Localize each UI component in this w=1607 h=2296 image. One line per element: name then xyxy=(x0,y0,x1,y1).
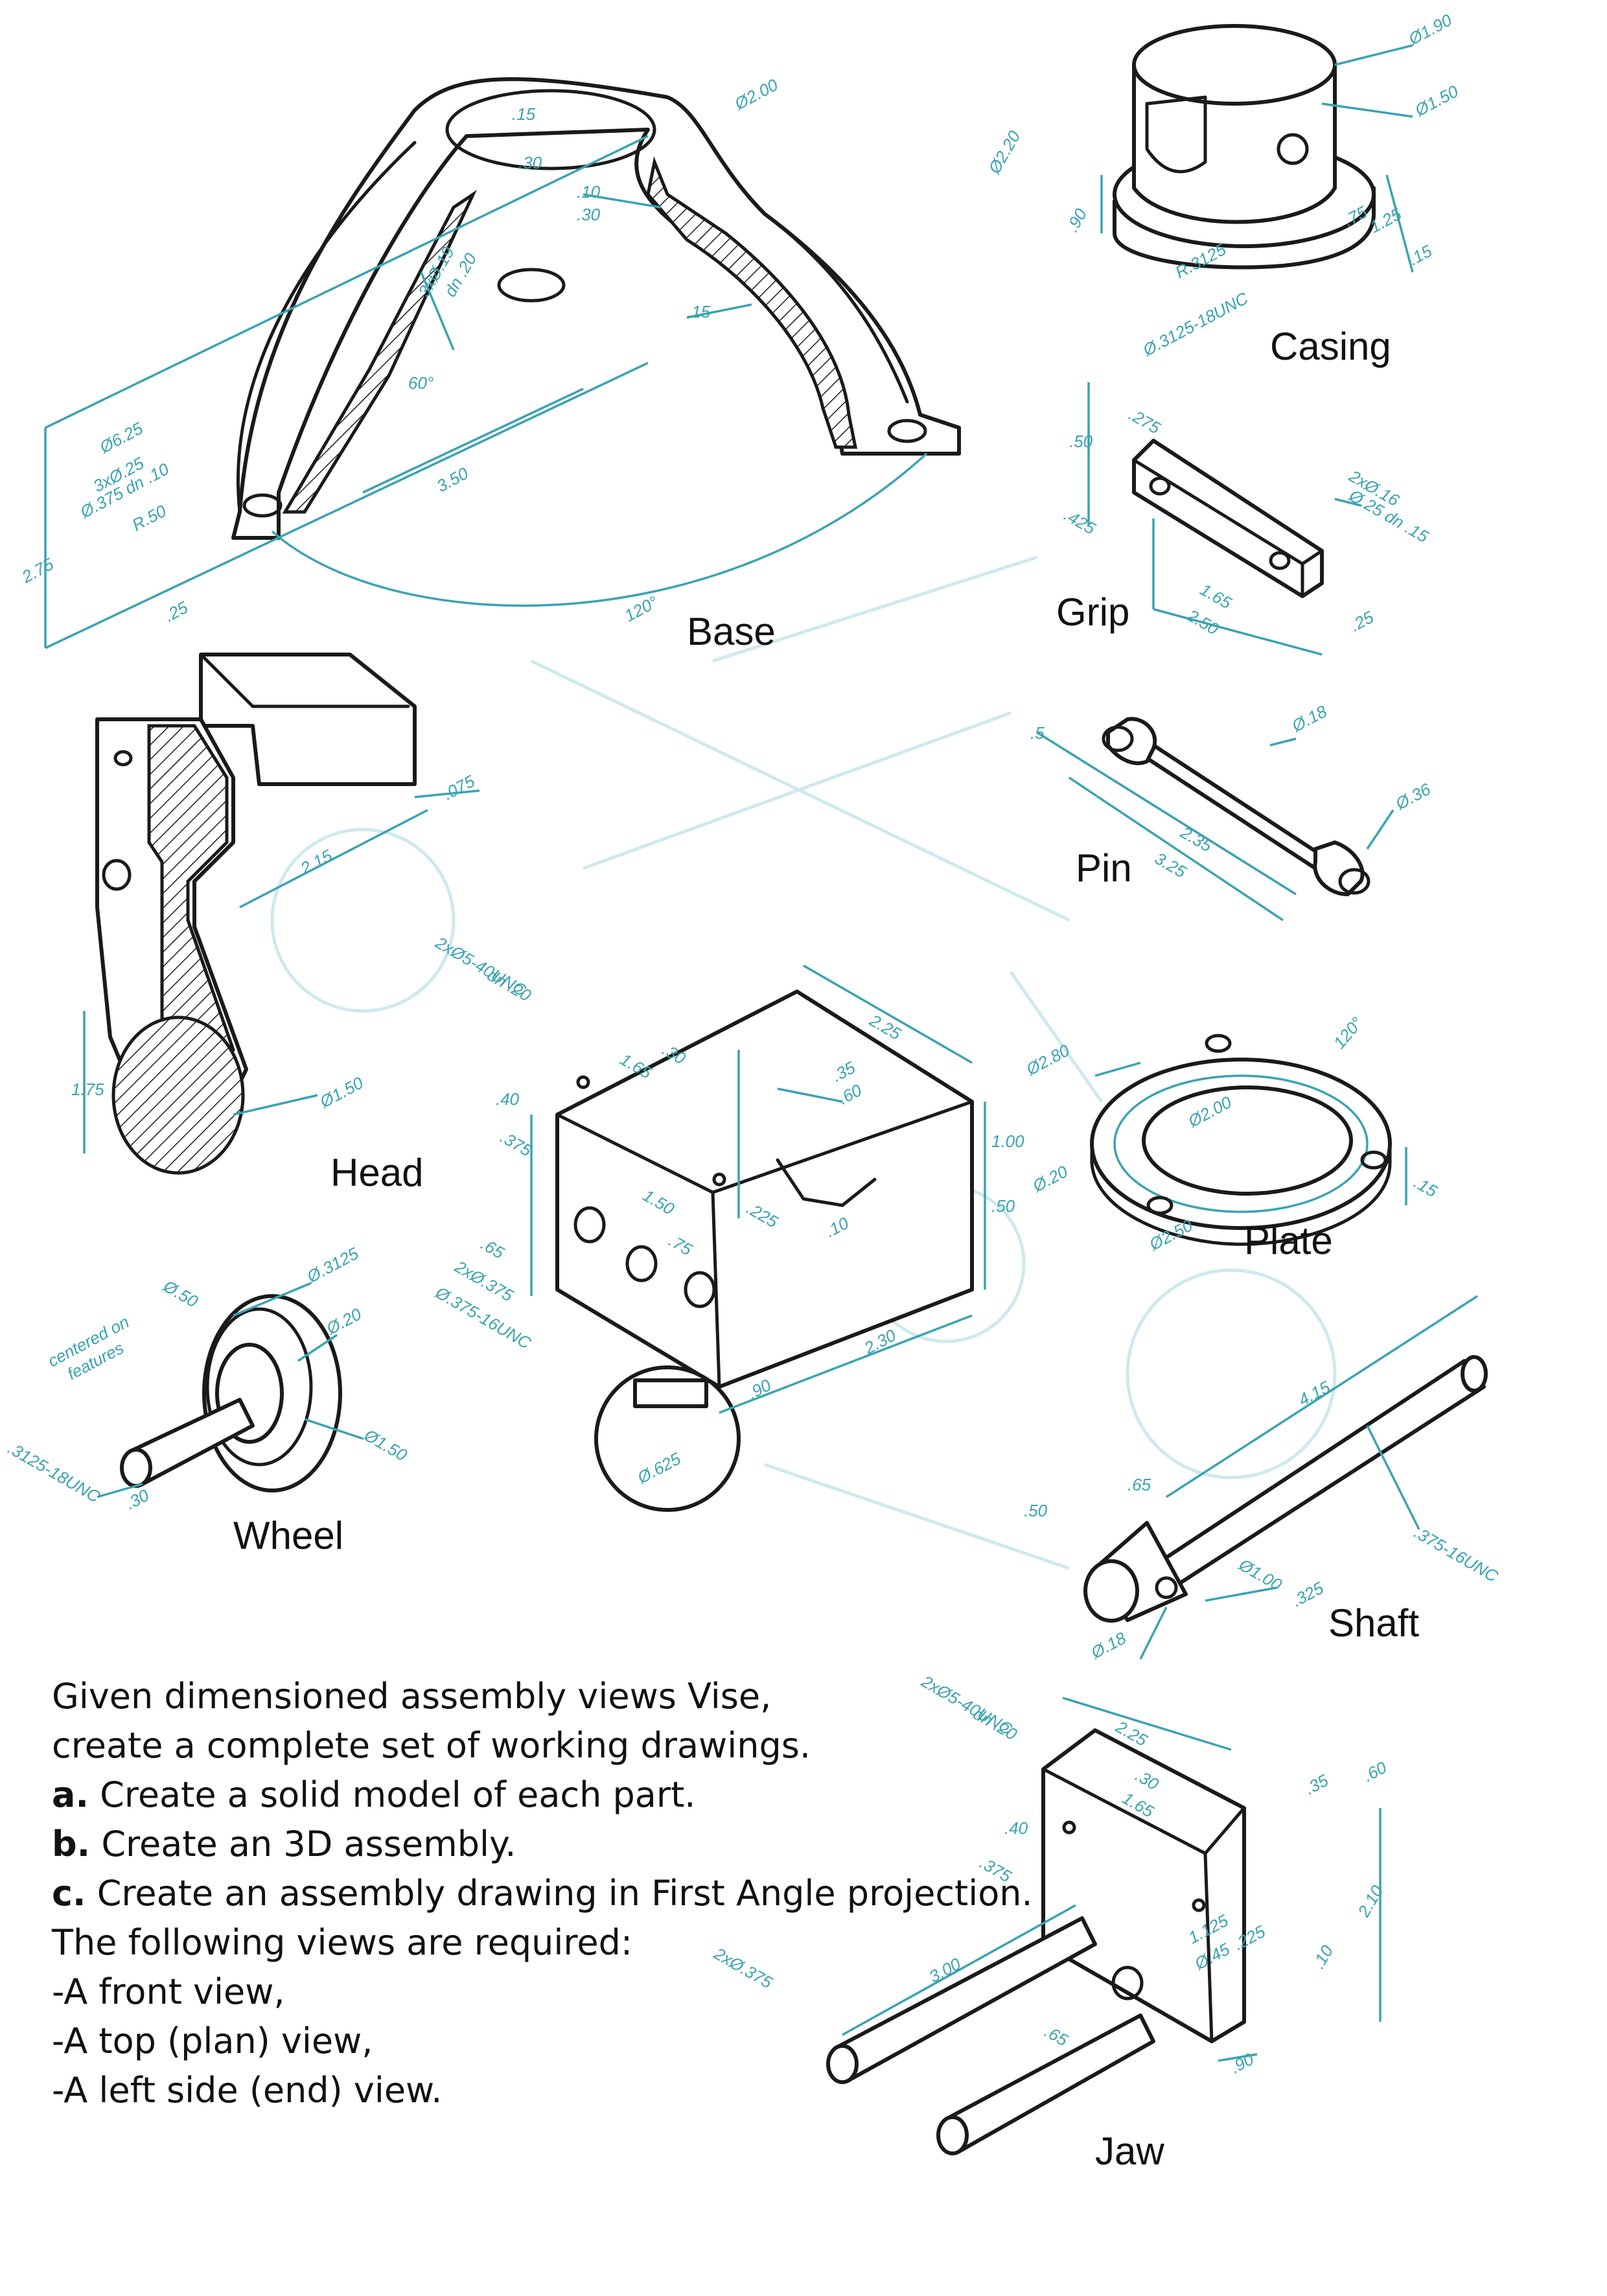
required-view-top: -A top (plan) view, xyxy=(52,2021,373,2061)
base-dim-14: 2.75 xyxy=(18,554,57,587)
base-dim-3: .10 xyxy=(577,182,601,202)
shaft-dim-2: .50 xyxy=(1024,1501,1048,1520)
part-label-base: Base xyxy=(687,610,776,653)
background-ghost-drawing xyxy=(270,555,1337,1570)
shaft-part: 4.15 .65 .50 Ø1.00 .325 .375-16UNC Ø.18 … xyxy=(1024,1295,1501,1663)
plate-dim-0: Ø2.80 xyxy=(1023,1040,1073,1079)
grip-dim-6: 2.50 xyxy=(1183,605,1222,639)
required-view-left: -A left side (end) view. xyxy=(52,2070,443,2111)
step-c-marker: c. xyxy=(52,1873,86,1914)
jaw-dim-9: 2.10 xyxy=(1354,1882,1387,1921)
base-part: Ø2.00 .15 .30 .10 .30 3xØ.19 dn .20 .15 … xyxy=(18,75,961,653)
shaft-dim-5: .375-16UNC xyxy=(1411,1522,1501,1586)
plate-part: Ø2.80 120° Ø2.00 Ø.20 .15 Ø2.50 Plate xyxy=(1023,1013,1441,1262)
casing-dim-3: .90 xyxy=(1062,205,1091,235)
base-dim-8: 60° xyxy=(408,373,434,393)
pin-part: Ø.18 Ø.36 2.35 3.25 .5 Pin xyxy=(1030,701,1434,922)
casing-dim-2: Ø2.20 xyxy=(984,127,1024,178)
head-jaw-dim-17: Ø.375-16UNC xyxy=(432,1282,535,1353)
head-part: .075 2.15 1.75 Ø1.50 Head xyxy=(71,653,480,1194)
base-dim-1: .15 xyxy=(512,104,536,124)
casing-dim-0: Ø1.90 xyxy=(1405,10,1455,49)
base-dim-4: .30 xyxy=(577,205,601,224)
head-jaw-dim-7: .40 xyxy=(496,1089,520,1109)
instruction-step-a: a. Create a solid model of each part. xyxy=(52,1770,1050,1820)
base-dim-7: .15 xyxy=(687,302,711,321)
head-jaw-dim-13: 1.00 xyxy=(991,1131,1024,1151)
part-label-shaft: Shaft xyxy=(1328,1601,1419,1645)
shaft-dim-6: Ø.18 xyxy=(1087,1628,1129,1663)
head-jaw-dim-14: .50 xyxy=(991,1196,1015,1216)
shaft-dim-0: 4.15 xyxy=(1295,1377,1334,1409)
jaw-dim-5: .35 xyxy=(1302,1770,1332,1799)
wheel-dim-2: Ø.20 xyxy=(323,1304,365,1339)
instruction-step-b: b. Create an 3D assembly. xyxy=(52,1820,1050,1869)
instruction-step-c: c. Create an assembly drawing in First A… xyxy=(52,1869,1050,1918)
base-dim-12: R.50 xyxy=(129,501,170,535)
grip-dim-1: .50 xyxy=(1069,432,1093,451)
jaw-dim-17: .90 xyxy=(1227,2049,1257,2078)
shaft-dim-4: .325 xyxy=(1289,1578,1327,1610)
base-dim-0: Ø2.00 xyxy=(731,75,781,113)
grip-dim-7: .25 xyxy=(1347,607,1377,636)
pin-dim-0: Ø.18 xyxy=(1288,701,1330,736)
shaft-dim-3: Ø1.00 xyxy=(1235,1555,1286,1595)
pin-dim-2: 2.35 xyxy=(1177,822,1216,856)
jaw-dim-6: .60 xyxy=(1360,1757,1390,1786)
grip-dim-2: .425 xyxy=(1061,505,1099,539)
wheel-dim-0: Ø.50 xyxy=(159,1276,202,1312)
head-dim-2: 1.75 xyxy=(71,1080,104,1099)
wheel-part: Ø.50 Ø.3125 Ø.20 Ø1.50 centered on featu… xyxy=(5,1244,411,1557)
part-label-plate: Plate xyxy=(1244,1219,1333,1262)
pin-dim-1: Ø.36 xyxy=(1392,779,1434,814)
casing-dim-1: Ø1.50 xyxy=(1411,81,1462,120)
step-c-text: Create an assembly drawing in First Angl… xyxy=(86,1873,1033,1914)
grip-dim-5: 1.65 xyxy=(1197,579,1235,613)
instruction-line-2: create a complete set of working drawing… xyxy=(52,1725,811,1766)
head-jaw-dim-15: .65 xyxy=(478,1234,508,1262)
base-dim-9: Ø6.25 xyxy=(96,418,146,457)
step-b-marker: b. xyxy=(52,1824,91,1864)
exercise-instructions: Given dimensioned assembly views Vise, c… xyxy=(52,1672,1050,2115)
part-label-head: Head xyxy=(330,1151,423,1194)
step-a-text: Create a solid model of each part. xyxy=(88,1774,696,1815)
head-dim-3: Ø1.50 xyxy=(316,1073,367,1111)
head-jaw-assembly: 2xØ5-40UNC dn .20 1.65 .30 2.25 .35 .60 … xyxy=(432,933,1024,1512)
head-jaw-dim-8: .375 xyxy=(497,1127,535,1161)
plate-dim-4: .15 xyxy=(1411,1172,1441,1201)
grip-dim-0: .275 xyxy=(1126,404,1164,438)
wheel-dim-1: Ø.3125 xyxy=(303,1244,362,1287)
head-jaw-dim-19: .90 xyxy=(745,1375,774,1404)
pin-dim-4: .5 xyxy=(1030,723,1045,743)
base-dim-15: .25 xyxy=(161,597,191,626)
instruction-line-views: The following views are required: xyxy=(52,1922,633,1963)
jaw-dim-7: .40 xyxy=(1004,1818,1028,1838)
required-view-front: -A front view, xyxy=(52,1971,285,2012)
wheel-dim-3: Ø1.50 xyxy=(360,1425,411,1465)
head-dim-0: .075 xyxy=(440,771,478,804)
instruction-line-1: Given dimensioned assembly views Vise, xyxy=(52,1676,772,1717)
part-label-wheel: Wheel xyxy=(233,1514,343,1557)
step-a-marker: a. xyxy=(52,1774,89,1815)
step-b-text: Create an 3D assembly. xyxy=(90,1824,516,1864)
jaw-dim-13: .10 xyxy=(1308,1942,1337,1972)
part-label-pin: Pin xyxy=(1076,846,1132,890)
base-dim-13: 3.50 xyxy=(434,463,472,496)
part-label-casing: Casing xyxy=(1270,325,1391,368)
part-label-jaw: Jaw xyxy=(1095,2129,1164,2173)
casing-part: Ø1.90 Ø1.50 Ø2.20 .90 .75 1.25 .15 R.312… xyxy=(984,10,1462,368)
grip-part: .275 .50 .425 2xØ.16 Ø.25 dn .15 1.65 2.… xyxy=(1056,382,1432,656)
part-label-grip: Grip xyxy=(1056,590,1129,634)
wheel-dim-6: .3125-18UNC xyxy=(5,1438,104,1507)
plate-dim-5: Ø2.50 xyxy=(1146,1215,1196,1254)
shaft-dim-1: .65 xyxy=(1127,1475,1151,1494)
casing-dim-8: Ø.3125-18UNC xyxy=(1139,288,1251,360)
plate-dim-3: Ø.20 xyxy=(1029,1161,1071,1196)
base-dim-2: .30 xyxy=(518,153,542,172)
plate-dim-1: 120° xyxy=(1330,1013,1367,1052)
